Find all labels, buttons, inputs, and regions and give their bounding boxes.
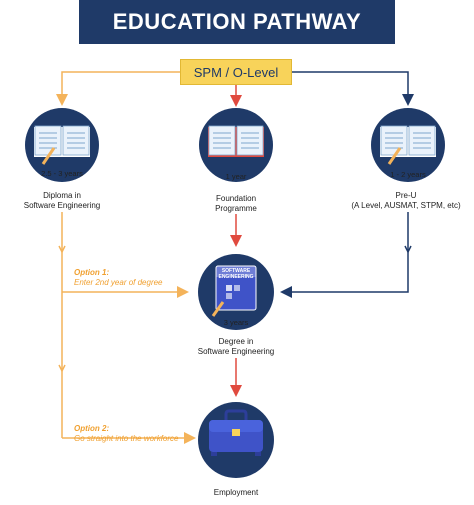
briefcase-icon bbox=[209, 409, 263, 456]
employment-label: Employment bbox=[213, 488, 259, 497]
software-engineering-book-icon bbox=[211, 265, 257, 317]
arrow-spm-to-preu bbox=[292, 71, 414, 106]
degree-book-text: SOFTWARE ENGINEERING bbox=[218, 268, 254, 280]
degree-label: Degree in Software Engineering bbox=[197, 337, 275, 356]
open-book-icon bbox=[34, 125, 90, 165]
degree-duration: 3 years bbox=[223, 318, 249, 327]
arrow-spm-to-diploma bbox=[56, 71, 180, 106]
option-1-note: Option 1: Enter 2nd year of degree bbox=[74, 268, 163, 287]
diploma-label: Diploma in Software Engineering bbox=[23, 191, 101, 210]
diploma-duration: 2.5 - 3 years bbox=[41, 169, 83, 178]
option-2-note: Option 2: Go straight into the workforce bbox=[74, 424, 179, 443]
open-book-icon bbox=[208, 125, 264, 157]
foundation-label: Foundation Programme bbox=[215, 194, 257, 213]
open-book-icon bbox=[380, 125, 436, 165]
preu-label: Pre-U (A Level, AUSMAT, STPM, etc) bbox=[351, 191, 461, 210]
preu-duration: 1 - 2 years bbox=[390, 170, 426, 179]
foundation-duration: 1 year bbox=[225, 172, 247, 181]
arrow-preu-to-degree bbox=[280, 212, 409, 298]
start-node-spm: SPM / O-Level bbox=[180, 59, 292, 85]
page-title: EDUCATION PATHWAY bbox=[79, 0, 395, 44]
